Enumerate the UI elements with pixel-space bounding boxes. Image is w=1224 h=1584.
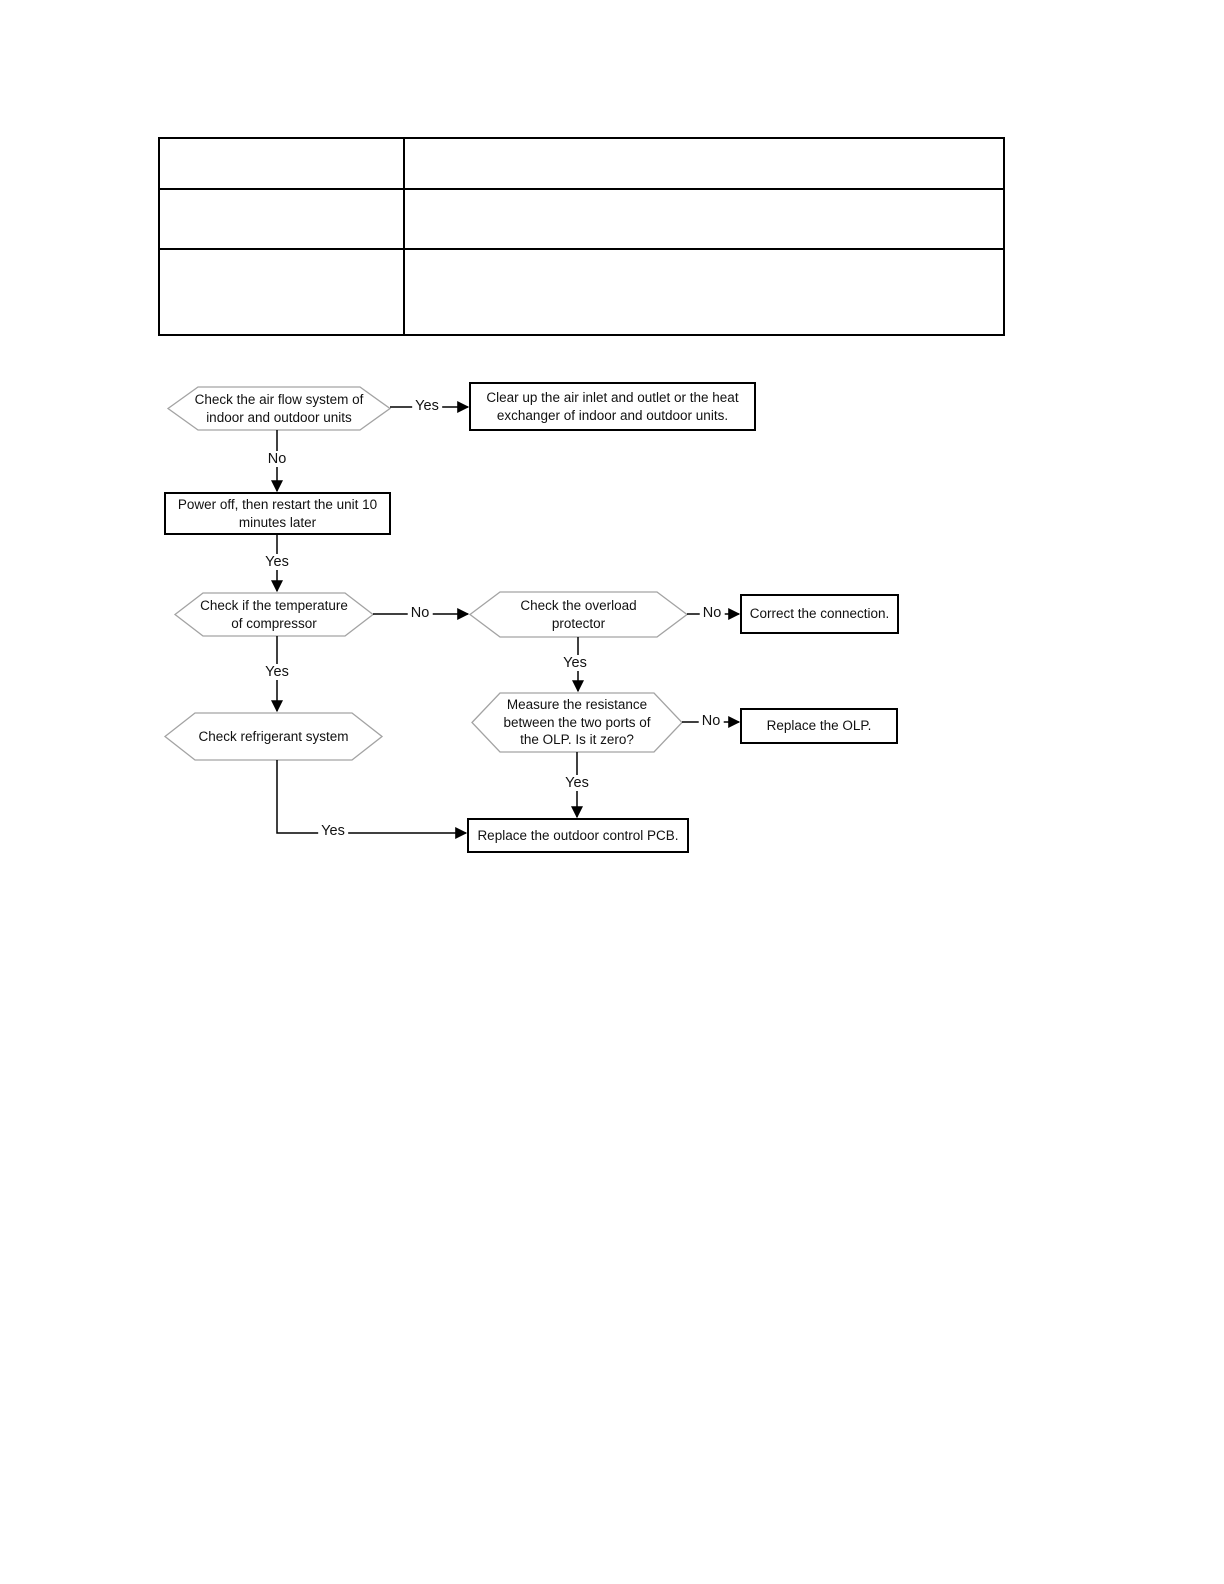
- decision-measure-olp-resistance: Measure the resistance between the two p…: [503, 696, 651, 748]
- edge-label-comptemp-yes: Yes: [262, 664, 292, 680]
- edge-label-comptemp-no: No: [407, 605, 433, 621]
- process-replace-olp: Replace the OLP.: [766, 718, 872, 734]
- table-row: [158, 248, 1005, 336]
- table-cell: [158, 188, 405, 250]
- edge-label-airflow-yes: Yes: [412, 398, 442, 414]
- decision-shape-check-refrigerant: [163, 712, 384, 761]
- decision-check-air-flow: Check the air flow system of indoor and …: [194, 391, 364, 425]
- edge-label-overload-no: No: [699, 605, 725, 621]
- table-row: [158, 137, 1005, 190]
- decision-check-overload-protector: Check the overload protector: [520, 597, 637, 631]
- process-clear-air-inlet: Clear up the air inlet and outlet or the…: [486, 389, 739, 423]
- edge-label-airflow-no: No: [264, 451, 290, 467]
- table-cell: [403, 188, 1005, 250]
- process-power-off-restart: Power off, then restart the unit 10 minu…: [177, 496, 378, 530]
- edge-label-measure-no: No: [698, 713, 724, 729]
- table-cell: [158, 248, 405, 336]
- process-shape-clear-air-inlet: [469, 382, 756, 431]
- process-shape-power-off-restart: [164, 492, 391, 535]
- edge-label-measure-yes: Yes: [562, 775, 592, 791]
- info-table: [158, 137, 1005, 336]
- info-table-body: [158, 137, 1005, 336]
- process-replace-pcb: Replace the outdoor control PCB.: [477, 827, 679, 843]
- decision-shape-check-air-flow: [166, 386, 392, 431]
- table-row: [158, 188, 1005, 250]
- edge-refrigerant-to-replacepcb: [276, 760, 468, 839]
- table-cell: [158, 137, 405, 190]
- process-correct-connection: Correct the connection.: [749, 606, 890, 622]
- decision-check-compressor-temp: Check if the temperature of compressor: [200, 597, 348, 631]
- process-shape-replace-pcb: [467, 818, 689, 853]
- edge-label-overload-yes: Yes: [560, 655, 590, 671]
- table-cell: [403, 137, 1005, 190]
- process-shape-correct-connection: [740, 594, 899, 634]
- process-shape-replace-olp: [740, 708, 898, 744]
- table-cell: [403, 248, 1005, 336]
- edge-label-refrigerant-yes: Yes: [318, 823, 348, 839]
- decision-check-refrigerant: Check refrigerant system: [198, 728, 349, 744]
- edge-label-poweroff-yes: Yes: [262, 554, 292, 570]
